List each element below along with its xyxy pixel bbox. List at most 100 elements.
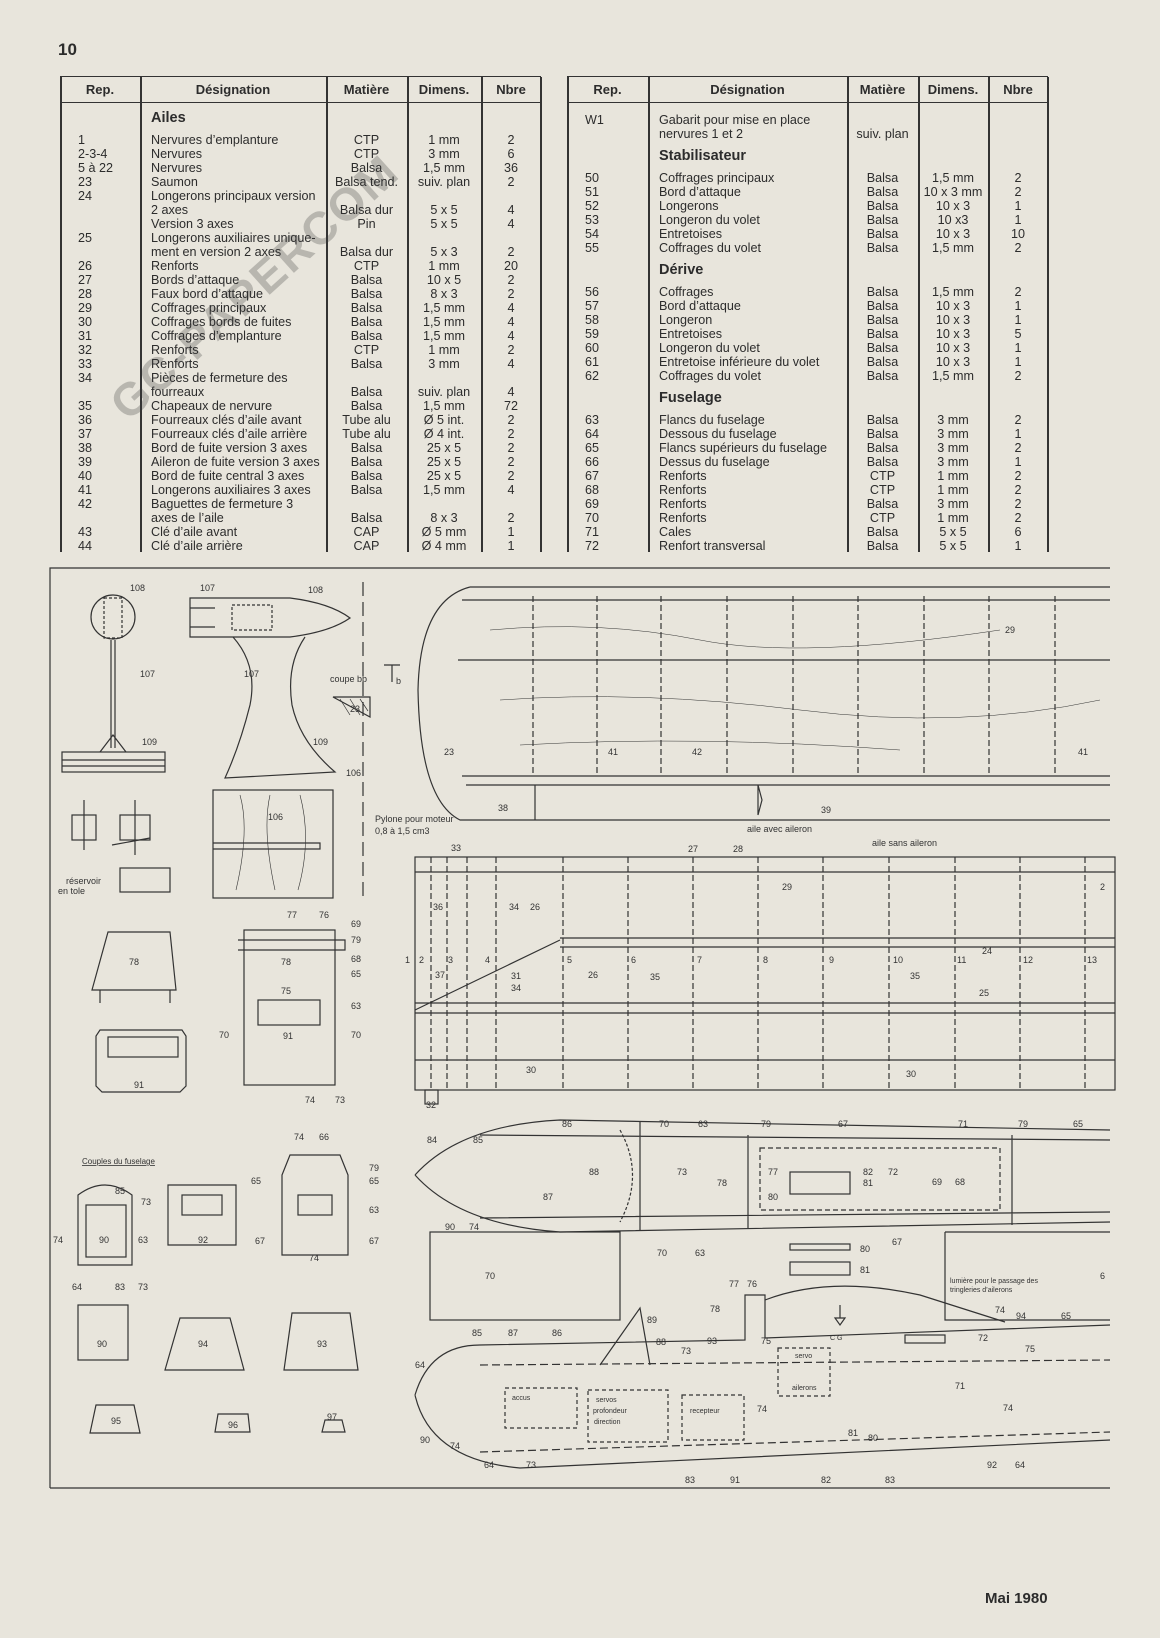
part-label: 42 xyxy=(692,747,702,757)
part-label: 88 xyxy=(589,1167,599,1177)
cell-rep: 50 xyxy=(585,171,600,185)
cell-matiere: Balsa xyxy=(866,199,899,213)
cell-designation: Version 3 axes xyxy=(151,217,234,231)
cell-nbre: 10 xyxy=(1010,227,1025,241)
cell-matiere: Balsa xyxy=(350,511,383,525)
cell-matiere: Balsa xyxy=(350,287,383,301)
header-designation: Désignation xyxy=(710,82,785,97)
annotation-servos: servos xyxy=(596,1397,617,1404)
part-label: 90 xyxy=(99,1235,109,1245)
part-label: 31 xyxy=(511,971,521,981)
part-label: 83 xyxy=(685,1475,695,1485)
cell-matiere: Balsa xyxy=(866,241,899,255)
cell-dimens: 10 x 3 xyxy=(935,355,971,369)
cell-nbre: 2 xyxy=(1014,185,1022,199)
part-label: 70 xyxy=(659,1119,669,1129)
cell-dimens: 3 mm xyxy=(937,427,969,441)
part-label: 80 xyxy=(860,1244,870,1254)
part-label: 108 xyxy=(308,585,323,595)
part-label: 11 xyxy=(957,955,966,965)
cell-designation: Coffrages principaux xyxy=(151,301,267,315)
part-label: 39 xyxy=(821,805,831,815)
cell-designation: Dessus du fuselage xyxy=(659,455,770,469)
cell-dimens: 3 mm xyxy=(428,147,460,161)
part-label: 81 xyxy=(860,1265,870,1275)
annotation-reservoir: réservoir xyxy=(66,876,101,886)
part-label: 73 xyxy=(526,1460,536,1470)
annotation-cg: C G xyxy=(830,1335,842,1342)
part-label: 75 xyxy=(281,986,291,996)
cell-matiere: Balsa xyxy=(866,299,899,313)
cell-dimens: Ø 4 mm xyxy=(421,539,467,553)
cell-designation: Fourreaux clés d’aile avant xyxy=(151,413,302,427)
part-label: 2 xyxy=(419,955,424,965)
cell-nbre: 2 xyxy=(1014,413,1022,427)
cell-nbre: 1 xyxy=(1014,539,1022,553)
part-label: 65 xyxy=(251,1176,261,1186)
cell-dimens: 1,5 mm xyxy=(423,301,465,315)
cell-designation: Renforts xyxy=(659,497,707,511)
part-label: 75 xyxy=(1025,1344,1035,1354)
cell-rep: 72 xyxy=(585,539,600,553)
cell-rep: 33 xyxy=(78,357,93,371)
part-label: 81 xyxy=(863,1178,873,1188)
cell-designation: Renfort transversal xyxy=(659,539,766,553)
part-label: 94 xyxy=(198,1339,208,1349)
cell-dimens: 1,5 mm xyxy=(932,241,974,255)
cell-dimens: 10 x3 xyxy=(937,213,969,227)
part-label: 65 xyxy=(369,1176,379,1186)
cell-nbre: 2 xyxy=(1014,369,1022,383)
cell-matiere: Balsa xyxy=(350,315,383,329)
cell-dimens: 1 mm xyxy=(428,343,460,357)
part-label: 27 xyxy=(688,844,698,854)
cell-dimens: 10 x 3 xyxy=(935,341,971,355)
pylon-top-side-view xyxy=(189,582,400,900)
cell-dimens: 1,5 mm xyxy=(423,315,465,329)
cell-designation: Dessous du fuselage xyxy=(659,427,777,441)
part-label: 63 xyxy=(369,1205,379,1215)
part-label: 35 xyxy=(910,971,920,981)
part-label: 68 xyxy=(955,1177,965,1187)
part-label: 91 xyxy=(283,1031,293,1041)
cell-dimens: 10 x 3 xyxy=(935,227,971,241)
cell-dimens: 3 mm xyxy=(937,413,969,427)
cell-nbre: 1 xyxy=(1014,213,1022,227)
fuel-tank-parts xyxy=(71,800,171,893)
part-label: 37 xyxy=(435,970,445,980)
cell-designation: ment en version 2 axes xyxy=(151,245,282,259)
part-label: 30 xyxy=(906,1069,916,1079)
part-label: 28 xyxy=(733,844,743,854)
cell-designation: Longeron du volet xyxy=(659,213,760,227)
part-label: 35 xyxy=(650,972,660,982)
part-label: 87 xyxy=(543,1192,553,1202)
part-label: 74 xyxy=(995,1305,1005,1315)
cell-dimens: 1 mm xyxy=(937,469,969,483)
cell-dimens: 10 x 3 xyxy=(935,199,971,213)
cell-matiere: Balsa xyxy=(350,441,383,455)
part-label: 88 xyxy=(656,1337,666,1347)
cell-rep: 56 xyxy=(585,285,600,299)
part-label: 78 xyxy=(281,957,291,967)
cell-designation: Nervures d’emplanture xyxy=(151,133,279,147)
cell-nbre: 2 xyxy=(1014,441,1022,455)
part-label: 67 xyxy=(838,1119,848,1129)
part-label: 73 xyxy=(677,1167,687,1177)
cell-matiere: CTP xyxy=(869,511,896,525)
part-label: 83 xyxy=(115,1282,125,1292)
part-label: 70 xyxy=(485,1271,495,1281)
part-label: 74 xyxy=(757,1404,767,1414)
cell-nbre: 4 xyxy=(507,385,515,399)
cell-dimens: 3 mm xyxy=(937,455,969,469)
cell-designation: Flancs supérieurs du fuselage xyxy=(659,441,828,455)
